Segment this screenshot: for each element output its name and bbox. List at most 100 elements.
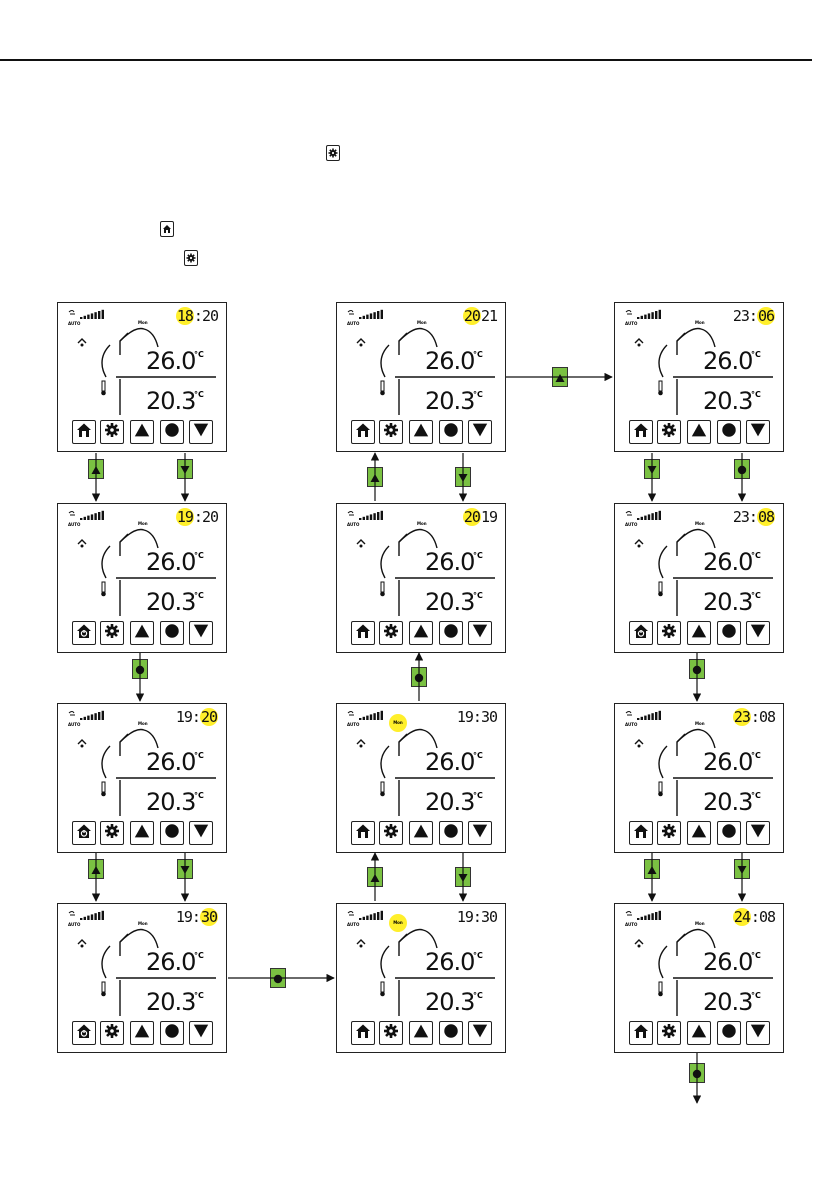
ok-button[interactable] (439, 821, 463, 845)
home-button[interactable] (351, 1021, 375, 1045)
gear-icon (104, 422, 120, 442)
up-button[interactable] (687, 821, 711, 845)
up-button[interactable] (130, 621, 154, 645)
settings-button[interactable] (100, 621, 124, 645)
up-button[interactable] (130, 420, 154, 444)
down-button[interactable] (746, 1021, 770, 1045)
ok-button[interactable] (439, 420, 463, 444)
weekday-label: Mon (138, 320, 148, 325)
room-temperature: 20.3 (703, 588, 753, 616)
panel-schematic (77, 528, 216, 616)
home-button[interactable] (351, 821, 375, 845)
settings-button[interactable] (379, 420, 403, 444)
home-button[interactable] (629, 420, 653, 444)
down-button[interactable] (189, 420, 213, 444)
down-triangle-icon (472, 422, 488, 442)
gear-icon (383, 823, 399, 843)
up-button[interactable] (409, 821, 433, 845)
room-temperature: 20.3 (425, 988, 475, 1016)
panel-schematic (356, 928, 495, 1016)
ok-button[interactable] (717, 621, 741, 645)
home-button[interactable] (351, 621, 375, 645)
ok-button[interactable] (160, 621, 184, 645)
up-button[interactable] (687, 621, 711, 645)
up-button[interactable] (687, 1021, 711, 1045)
down-button[interactable] (468, 621, 492, 645)
down-button[interactable] (746, 621, 770, 645)
down-button[interactable] (189, 621, 213, 645)
settings-button[interactable] (657, 621, 681, 645)
up-button[interactable] (130, 821, 154, 845)
circle-icon (164, 823, 180, 843)
down-button[interactable] (189, 1021, 213, 1045)
down-button[interactable] (189, 821, 213, 845)
settings-button[interactable] (379, 821, 403, 845)
weekday-label: Mon (417, 320, 427, 325)
home-button[interactable] (72, 821, 96, 845)
circle-icon (414, 668, 424, 687)
room-unit: °C (473, 390, 483, 399)
settings-button[interactable] (657, 420, 681, 444)
down-button[interactable] (468, 1021, 492, 1045)
ok-button[interactable] (160, 821, 184, 845)
clock-separator: : (750, 908, 760, 926)
circle-icon (692, 1064, 702, 1083)
weekday-label: Mon (695, 721, 705, 726)
weekday-label: Mon (695, 921, 705, 926)
clock-minutes: 20 (201, 307, 219, 325)
home-icon (633, 422, 649, 442)
up-triangle-icon (134, 422, 150, 442)
settings-button[interactable] (379, 1021, 403, 1045)
gear-icon (383, 422, 399, 442)
ok-button[interactable] (717, 821, 741, 845)
down-button[interactable] (468, 821, 492, 845)
clock-hours: 23 (732, 708, 751, 726)
down-triangle-icon (472, 823, 488, 843)
up-triangle-icon (134, 823, 150, 843)
ok-button[interactable] (439, 621, 463, 645)
home-button[interactable] (72, 621, 96, 645)
up-button[interactable] (130, 1021, 154, 1045)
home-button[interactable] (72, 420, 96, 444)
settings-button[interactable] (657, 821, 681, 845)
home-button[interactable] (351, 420, 375, 444)
home-button[interactable] (629, 621, 653, 645)
settings-button[interactable] (100, 821, 124, 845)
down-button[interactable] (746, 420, 770, 444)
down-button[interactable] (468, 420, 492, 444)
up-button[interactable] (409, 1021, 433, 1045)
room-temperature: 20.3 (703, 988, 753, 1016)
fan-speed-bars (347, 710, 383, 720)
settings-button[interactable] (657, 1021, 681, 1045)
home-button[interactable] (72, 1021, 96, 1045)
ok-button[interactable] (160, 420, 184, 444)
up-button[interactable] (409, 420, 433, 444)
home-button[interactable] (629, 821, 653, 845)
key-press-down-triangle (177, 859, 193, 879)
ok-button[interactable] (717, 420, 741, 444)
down-button[interactable] (746, 821, 770, 845)
ok-button[interactable] (160, 1021, 184, 1045)
auto-mode-label: AUTO (68, 522, 81, 527)
ok-button[interactable] (717, 1021, 741, 1045)
up-button[interactable] (409, 621, 433, 645)
room-unit: °C (194, 390, 204, 399)
clock-minutes: 30 (480, 908, 498, 926)
key-press-circle (689, 1063, 705, 1083)
down-triangle-icon (193, 823, 209, 843)
home-button[interactable] (629, 1021, 653, 1045)
circle-icon (443, 1023, 459, 1043)
settings-button[interactable] (100, 420, 124, 444)
settings-button[interactable] (100, 1021, 124, 1045)
down-triangle-icon (193, 1023, 209, 1043)
key-press-down-triangle (455, 867, 471, 887)
settings-button[interactable] (379, 621, 403, 645)
ok-button[interactable] (439, 1021, 463, 1045)
up-button[interactable] (687, 420, 711, 444)
auto-mode-label: AUTO (68, 722, 81, 727)
